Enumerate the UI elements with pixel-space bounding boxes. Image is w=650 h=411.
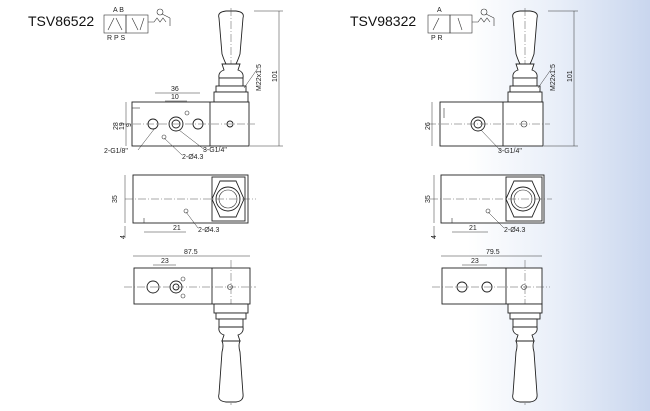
dim-35-left: 35: [112, 195, 119, 203]
symbol-top-ports-right: A: [437, 7, 442, 14]
dim-23-right: 23: [471, 258, 479, 265]
dim-21-left: 21: [173, 225, 181, 232]
dim-thread-right: M22x1.5: [550, 64, 557, 91]
symbol-top-ports-left: A B: [113, 7, 124, 14]
dim-thread-left: M22x1.5: [256, 64, 263, 91]
front-view-left: 36 10 28 19 9 101 M22x1.5 2-G1/8" 2-Ø4.3…: [104, 8, 283, 161]
dim-21-right: 21: [469, 225, 477, 232]
dim-19-left: 19: [119, 122, 126, 130]
dim-795-right: 79.5: [486, 249, 500, 256]
port-g14-label-right: 3-G1/4": [498, 148, 522, 155]
hole-side-label-right: 2-Ø4.3: [504, 227, 526, 234]
dim-9-left: 9: [126, 123, 133, 127]
symbol-bottom-ports-right: P R: [431, 35, 443, 42]
port-g18-label-left: 2-G1/8": [104, 148, 128, 155]
bottom-view-left: 87.5 23: [124, 249, 256, 405]
bottom-view-right: 79.5 23: [432, 249, 550, 405]
front-view-right: 26 101 M22x1.5 3-G1/4": [425, 8, 578, 155]
dim-875-left: 87.5: [184, 249, 198, 256]
side-view-left: 35 4 21 2-Ø4.3: [112, 174, 256, 239]
hole-label-left: 2-Ø4.3: [182, 154, 204, 161]
dim-height-left: 101: [272, 70, 279, 82]
model-label-right: TSV98322: [350, 13, 417, 29]
dim-4-left: 4: [120, 235, 127, 239]
model-label-left: TSV86522: [28, 13, 95, 29]
valve-symbol-right: A P R: [427, 7, 495, 42]
symbol-bottom-ports-left: R P S: [107, 35, 125, 42]
valve-symbol-left: A B R P S: [103, 7, 171, 42]
dim-28-left: 28: [113, 122, 120, 130]
dim-10-left: 10: [171, 94, 179, 101]
hole-side-label-left: 2-Ø4.3: [198, 227, 220, 234]
dim-height-right: 101: [567, 70, 574, 82]
dim-23-left: 23: [161, 258, 169, 265]
port-g14-label-left: 3-G1/4": [203, 147, 227, 154]
dim-26-right: 26: [425, 122, 432, 130]
dim-35-right: 35: [425, 195, 432, 203]
dim-36-left: 36: [171, 86, 179, 93]
dim-4-right: 4: [431, 235, 438, 239]
side-view-right: 35 4 21 2-Ø4.3: [425, 174, 552, 239]
